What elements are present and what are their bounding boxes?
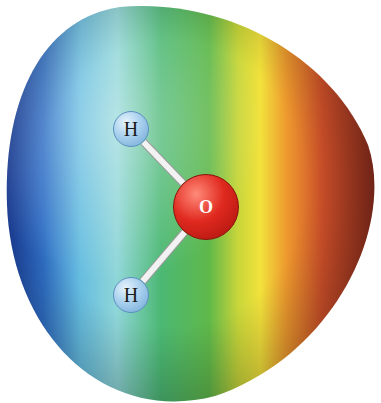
surface-shading	[7, 6, 375, 401]
surface-highlight	[7, 6, 375, 401]
atom-symbol: O	[199, 198, 213, 216]
atom-symbol: H	[124, 119, 138, 139]
bond-stick	[143, 232, 185, 281]
bond-stick	[143, 142, 183, 183]
hydrogen-atom: H	[113, 111, 149, 147]
electron-density-surface	[7, 6, 375, 401]
hydrogen-atom: H	[113, 277, 149, 313]
covalent-bond	[143, 142, 183, 183]
bond-outline	[143, 232, 185, 281]
oxygen-atom: O	[173, 174, 239, 240]
atom-symbol: H	[124, 285, 138, 305]
bond-outline	[143, 142, 183, 183]
covalent-bond	[143, 232, 185, 281]
